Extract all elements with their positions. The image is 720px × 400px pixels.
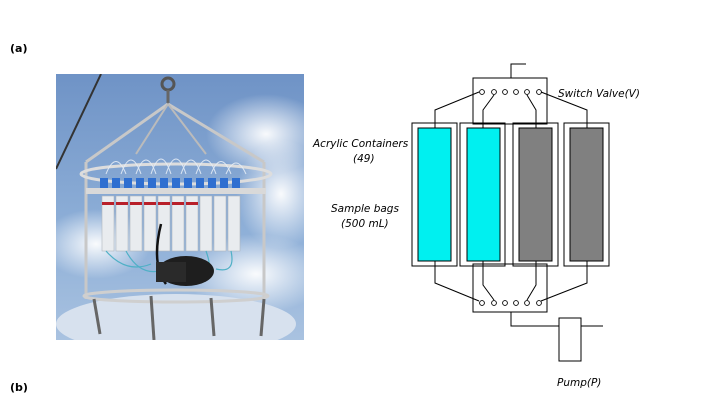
panel-label-b: (b)	[10, 381, 28, 394]
inlet-pipe	[510, 63, 526, 78]
panel-label-a: (a)	[10, 42, 28, 55]
sample-bags-label: Sample bags	[331, 203, 399, 215]
switch-valve-label: Switch Valve(V)	[558, 88, 640, 100]
sampler-photo	[56, 74, 304, 340]
top-switch-valve-box	[472, 77, 548, 125]
pump-body	[558, 317, 582, 362]
top-valve-ports	[479, 89, 542, 95]
acrylic-count-label: (49)	[353, 153, 375, 165]
sample-bag-3	[518, 127, 553, 262]
acrylic-containers-label: Acrylic Containers	[312, 138, 409, 150]
sample-bag-1	[417, 127, 452, 262]
sample-bag-4	[569, 127, 604, 262]
bottom-valve-ports	[479, 300, 542, 306]
sample-volume-label: (500 mL)	[341, 218, 389, 230]
bottom-switch-valve-box	[472, 263, 548, 313]
sample-bag-2	[466, 127, 501, 262]
bottom-tubing	[434, 261, 588, 302]
top-tubing	[434, 91, 588, 128]
pump-label: Pump(P)	[557, 377, 601, 389]
pump-line	[510, 312, 559, 327]
